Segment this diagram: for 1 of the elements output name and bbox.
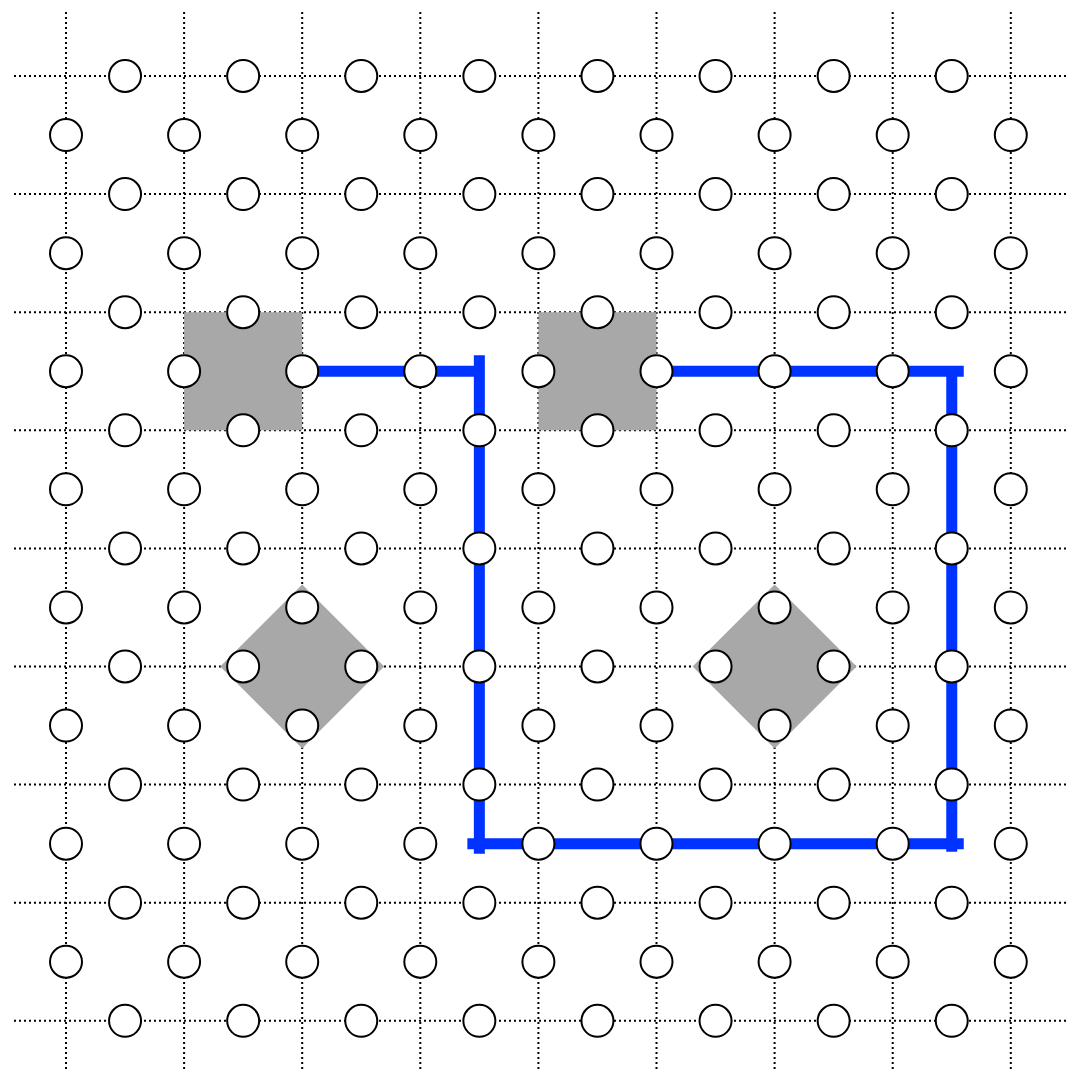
lattice-drawing xyxy=(13,11,1066,1070)
